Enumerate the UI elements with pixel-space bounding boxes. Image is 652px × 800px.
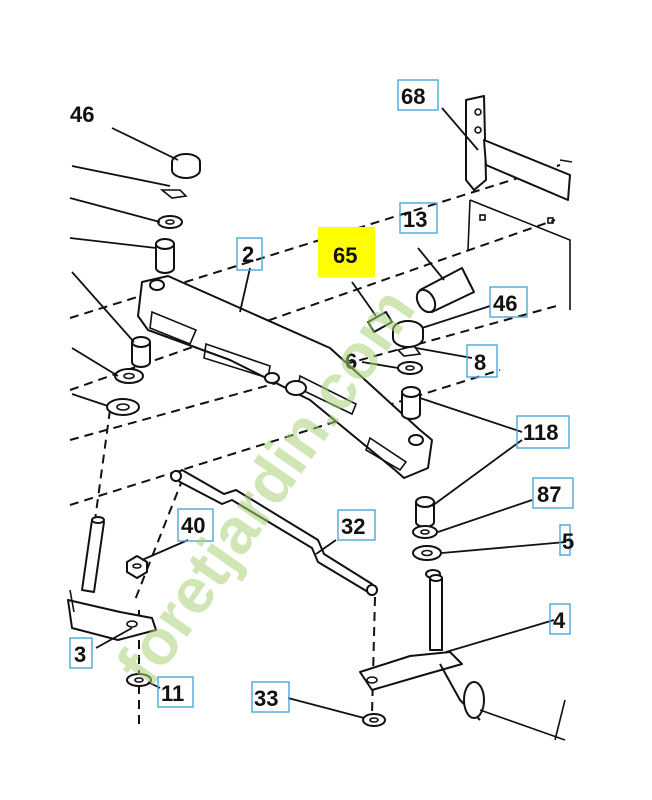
left-upper-stack bbox=[155, 153, 201, 274]
callout-65: 65 bbox=[333, 243, 357, 268]
callout-40: 40 bbox=[181, 513, 205, 538]
callout-boxes bbox=[69, 79, 574, 713]
frame-part-68 bbox=[465, 95, 573, 310]
callout-2: 2 bbox=[242, 242, 254, 267]
callout-68: 68 bbox=[401, 84, 425, 109]
callout-4: 4 bbox=[553, 608, 566, 633]
callout-46-top: 46 bbox=[70, 102, 94, 127]
leader-lines bbox=[69, 107, 567, 719]
callout-3: 3 bbox=[74, 642, 86, 667]
small-hardware bbox=[126, 555, 386, 727]
tie-rod bbox=[170, 469, 378, 596]
callout-33: 33 bbox=[254, 686, 278, 711]
callout-11: 11 bbox=[161, 681, 184, 706]
spindle-right bbox=[359, 574, 566, 741]
callout-32: 32 bbox=[341, 514, 365, 539]
left-lower-stack bbox=[106, 336, 151, 416]
callout-5: 5 bbox=[562, 529, 574, 554]
callout-87: 87 bbox=[537, 482, 561, 507]
callout-46-right: 46 bbox=[493, 291, 517, 316]
callout-6: 6 bbox=[345, 349, 357, 374]
right-upper-stack bbox=[367, 267, 475, 420]
right-lower-stack bbox=[412, 496, 442, 579]
callout-labels: 68 46 13 2 65 46 6 8 118 87 5 4 40 32 3 … bbox=[70, 84, 574, 711]
callout-8: 8 bbox=[474, 350, 486, 375]
spindle-left bbox=[67, 516, 157, 641]
callout-13: 13 bbox=[403, 207, 427, 232]
front-axle-beam bbox=[137, 275, 433, 479]
highlight-65 bbox=[318, 227, 375, 277]
callout-118: 118 bbox=[523, 420, 559, 445]
